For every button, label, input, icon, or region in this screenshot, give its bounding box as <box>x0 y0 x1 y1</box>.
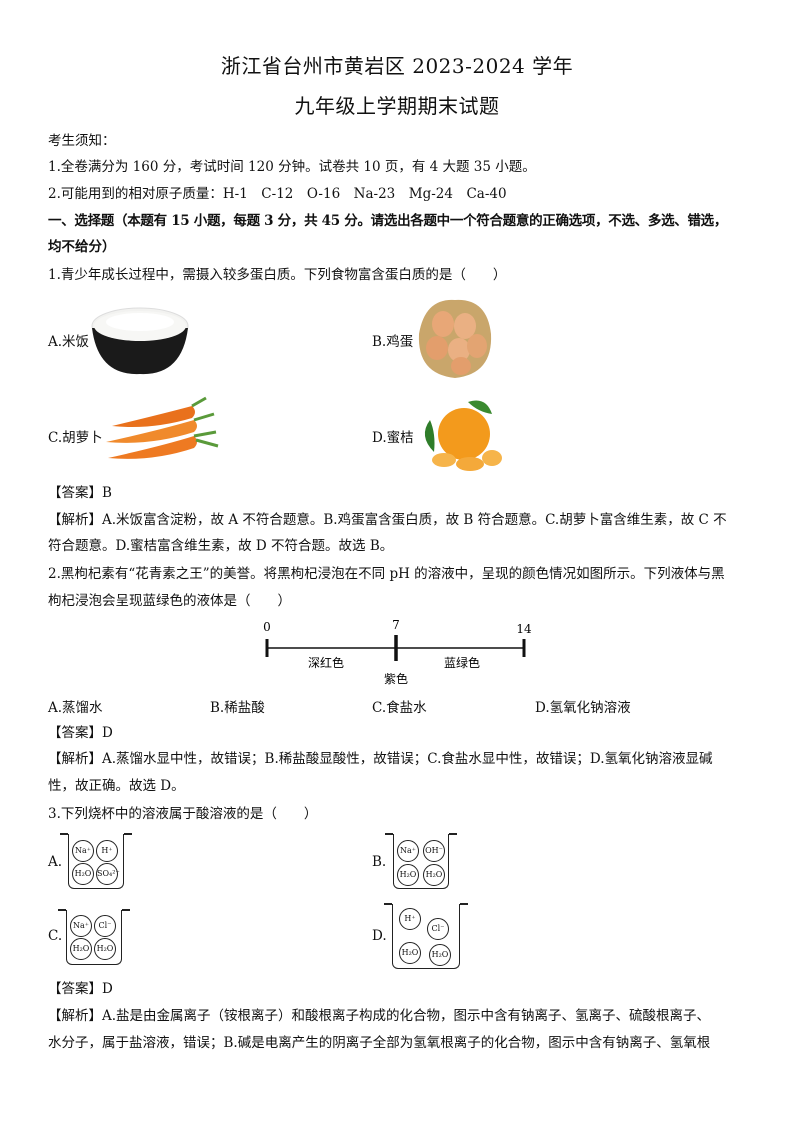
ion-a-2: H⁺ <box>96 840 118 862</box>
ion-b-4: H₂O <box>423 864 445 886</box>
q2-stem-cont: 枸杞浸泡会呈现蓝绿色的液体是（ ） <box>48 593 291 609</box>
ion-b-3: H₂O <box>397 864 419 886</box>
notice-item-1: 1.全卷满分为 160 分，考试时间 120 分钟。试卷共 10 页，有 4 大… <box>48 159 536 175</box>
q1-answer: 【答案】B <box>48 485 112 501</box>
q2-analysis: 【解析】A.蒸馏水显中性，故错误；B.稀盐酸显酸性，故错误；C.食盐水显中性，故… <box>48 751 713 767</box>
ph-scale-diagram: 0 7 14 深红色 蓝绿色 紫色 <box>263 618 532 686</box>
tangerine-image <box>424 400 502 471</box>
ion-d-2: Cl⁻ <box>427 918 449 940</box>
eggs-image <box>418 299 492 378</box>
beaker-c: Na⁺ Cl⁻ H₂O H₂O <box>58 909 130 965</box>
q1-option-b: B.鸡蛋 <box>372 334 414 350</box>
ion-c-4: H₂O <box>94 938 116 960</box>
ph-acid-color: 深红色 <box>308 655 344 670</box>
q1-option-d: D.蜜桔 <box>372 430 414 446</box>
q1-stem: 1.青少年成长过程中，需摄入较多蛋白质。下列食物富含蛋白质的是（ ） <box>48 267 507 283</box>
ion-a-4: SO₄²⁻ <box>96 863 120 885</box>
beaker-a: Na⁺ H⁺ H₂O SO₄²⁻ <box>60 833 132 889</box>
q2-analysis-cont: 性，故正确。故选 D。 <box>48 778 185 794</box>
ion-a-1: Na⁺ <box>72 840 94 862</box>
ph-label-max: 14 <box>516 622 532 636</box>
q2-stem: 2.黑枸杞素有“花青素之王”的美誉。将黑枸杞浸泡在不同 pH 的溶液中，呈现的颜… <box>48 566 725 582</box>
ph-neutral-color: 紫色 <box>384 672 408 686</box>
beaker-d: H⁺ Cl⁻ H₂O H₂O <box>384 903 468 969</box>
q3-option-d: D. <box>372 928 387 944</box>
q1-analysis: 【解析】A.米饭富含淀粉，故 A 不符合题意。B.鸡蛋富含蛋白质，故 B 符合题… <box>48 512 727 528</box>
ion-d-4: H₂O <box>429 944 451 966</box>
q3-analysis-cont: 水分子，属于盐溶液，错误；B.碱是电离产生的阴离子全部为氢氧根离子的化合物，图示… <box>48 1035 711 1051</box>
q1-option-a: A.米饭 <box>48 334 90 350</box>
carrot-image <box>106 396 219 459</box>
ph-label-mid: 7 <box>392 618 400 632</box>
beaker-b: Na⁺ OH⁻ H₂O H₂O <box>385 833 457 889</box>
ion-b-1: Na⁺ <box>397 840 419 862</box>
ph-base-color: 蓝绿色 <box>444 655 480 670</box>
notice-item-2: 2.可能用到的相对原子质量：H-1 C-12 O-16 Na-23 Mg-24 … <box>48 186 507 202</box>
q3-stem: 3.下列烧杯中的溶液属于酸溶液的是（ ） <box>48 806 318 822</box>
ion-c-3: H₂O <box>70 938 92 960</box>
q1-option-c: C.胡萝卜 <box>48 430 103 446</box>
ion-d-3: H₂O <box>399 942 421 964</box>
section-heading-cont: 均不给分） <box>48 239 116 255</box>
section-heading: 一、选择题（本题有 15 小题，每题 3 分，共 45 分。请选出各题中一个符合… <box>48 213 728 229</box>
rice-bowl-image <box>91 307 189 375</box>
notice-heading: 考生须知： <box>48 133 116 149</box>
q2-answer: 【答案】D <box>48 725 113 741</box>
ion-d-1: H⁺ <box>399 908 421 930</box>
q3-analysis: 【解析】A.盐是由金属离子（铵根离子）和酸根离子构成的化合物，图示中含有钠离子、… <box>48 1008 711 1024</box>
q3-option-c: C. <box>48 928 63 944</box>
q2-option-c: C.食盐水 <box>372 700 427 716</box>
ion-a-3: H₂O <box>72 863 94 885</box>
q3-option-b: B. <box>372 854 387 870</box>
q2-option-b: B.稀盐酸 <box>210 700 265 716</box>
page-title: 浙江省台州市黄岩区 2023-2024 学年 <box>220 54 574 78</box>
q3-option-a: A. <box>48 854 63 870</box>
ion-c-1: Na⁺ <box>70 915 92 937</box>
q2-option-d: D.氢氧化钠溶液 <box>535 700 631 716</box>
ion-c-2: Cl⁻ <box>94 915 116 937</box>
page-subtitle: 九年级上学期期末试题 <box>294 94 500 118</box>
q1-analysis-cont: 符合题意。D.蜜桔富含维生素，故 D 不符合题。故选 B。 <box>48 538 394 554</box>
q3-answer: 【答案】D <box>48 981 113 997</box>
ion-b-2: OH⁻ <box>423 840 445 862</box>
ph-label-min: 0 <box>263 620 271 634</box>
q2-option-a: A.蒸馏水 <box>48 700 103 716</box>
